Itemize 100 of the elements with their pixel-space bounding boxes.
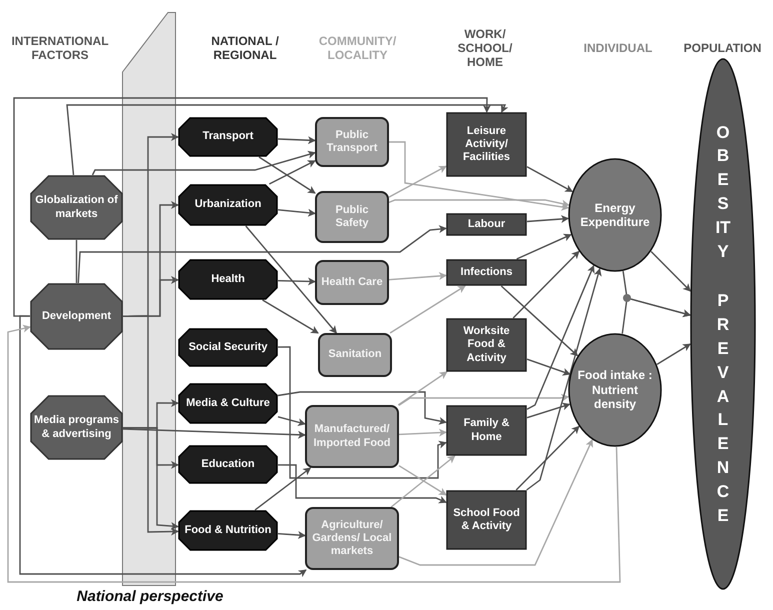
process-box bbox=[446, 318, 527, 372]
node-label: Worksite Food & Activity bbox=[462, 325, 511, 365]
arrow bbox=[123, 427, 179, 530]
arrow bbox=[122, 428, 306, 439]
ellipse-node bbox=[568, 158, 662, 272]
arrow bbox=[254, 467, 312, 511]
ellipse-node bbox=[568, 333, 662, 447]
node-label: Agriculture/ Gardens/ Local markets bbox=[311, 518, 393, 558]
node-label: Energy Expenditure bbox=[579, 200, 651, 230]
node-label: Development bbox=[42, 310, 112, 324]
factor-octagon bbox=[178, 184, 278, 226]
node-label: Food intake : Nutrient density bbox=[576, 368, 654, 412]
rounded-box bbox=[315, 191, 389, 243]
arrow bbox=[398, 371, 448, 406]
arrow bbox=[526, 268, 602, 491]
arrow bbox=[278, 531, 306, 540]
arrow bbox=[500, 285, 578, 356]
arrow bbox=[13, 97, 491, 317]
node-label: Health Care bbox=[321, 276, 383, 290]
arrow bbox=[388, 199, 570, 208]
arrow bbox=[622, 297, 691, 334]
arrow bbox=[66, 104, 508, 176]
arrow bbox=[78, 225, 447, 284]
column-heading: INTERNATIONAL FACTORS bbox=[10, 35, 110, 63]
factor-octagon bbox=[178, 383, 278, 424]
tall-ellipse bbox=[690, 58, 756, 590]
column-heading: WORK/ SCHOOL/ HOME bbox=[456, 28, 514, 70]
arrow bbox=[258, 156, 316, 194]
node-label: Infections bbox=[460, 266, 512, 280]
arrow bbox=[268, 160, 316, 185]
column-heading: INDIVIDUAL bbox=[582, 42, 654, 56]
arrow bbox=[245, 226, 338, 334]
vertical-text: PREVALENCE bbox=[716, 290, 730, 527]
arrow bbox=[398, 428, 447, 437]
node-label: Food & Nutrition bbox=[184, 524, 272, 538]
process-box bbox=[446, 213, 527, 236]
arrow bbox=[278, 464, 447, 504]
node-label: Public Transport bbox=[326, 128, 378, 156]
node-label: Manufactured/ Imported Food bbox=[312, 423, 392, 450]
node-label: Social Security bbox=[188, 340, 268, 354]
arrow bbox=[516, 234, 572, 260]
arrow bbox=[398, 439, 593, 566]
factor-octagon bbox=[178, 117, 278, 157]
process-box bbox=[446, 112, 527, 177]
arrow bbox=[526, 166, 574, 192]
process-box bbox=[446, 490, 527, 550]
column-heading: National perspective bbox=[76, 588, 224, 606]
arrow bbox=[278, 136, 316, 144]
factor-octagon bbox=[178, 328, 278, 367]
arrow bbox=[278, 346, 447, 479]
node-label: Public Safety bbox=[334, 204, 370, 230]
node-label: Family & Home bbox=[462, 417, 510, 444]
column-heading: POPULATION bbox=[682, 42, 762, 56]
arrow bbox=[656, 344, 691, 365]
factor-octagon bbox=[30, 175, 123, 240]
arrow bbox=[512, 250, 580, 318]
node-label: Urbanization bbox=[194, 198, 262, 212]
arrow bbox=[19, 315, 307, 578]
arrow bbox=[390, 285, 466, 334]
arrow bbox=[526, 358, 571, 376]
node-label: Education bbox=[201, 458, 255, 472]
arrow bbox=[526, 402, 570, 418]
column-heading: NATIONAL / REGIONAL bbox=[210, 35, 280, 63]
rounded-box bbox=[315, 260, 389, 305]
arrow bbox=[92, 150, 316, 176]
vertical-text: OBESITY bbox=[715, 122, 731, 263]
rounded-box bbox=[315, 117, 389, 167]
arrow bbox=[526, 215, 570, 223]
arrow bbox=[526, 264, 595, 410]
arrow bbox=[650, 251, 691, 292]
rounded-box bbox=[305, 405, 399, 468]
arrow bbox=[388, 166, 447, 198]
rounded-box bbox=[318, 333, 392, 377]
arrow bbox=[278, 416, 306, 426]
node-label: Labour bbox=[468, 218, 506, 232]
factor-octagon bbox=[30, 283, 123, 350]
factor-octagon bbox=[178, 445, 278, 484]
node-label: Health bbox=[211, 272, 245, 286]
node-label: Media & Culture bbox=[186, 396, 270, 410]
node-label: Sanitation bbox=[328, 348, 382, 362]
connector-line bbox=[76, 240, 78, 283]
column-heading: COMMUNITY/ LOCALITY bbox=[318, 35, 398, 63]
node-label: Media programs & advertising bbox=[34, 414, 119, 441]
factor-octagon bbox=[178, 510, 278, 551]
arrow bbox=[390, 455, 456, 508]
process-box bbox=[446, 405, 527, 456]
node-label: Globalization of markets bbox=[34, 194, 119, 221]
arrow bbox=[389, 141, 570, 211]
arrow bbox=[262, 299, 319, 334]
node-label: School Food & Activity bbox=[452, 506, 521, 534]
factor-octagon bbox=[30, 395, 123, 460]
arrow bbox=[516, 426, 580, 490]
arrow bbox=[7, 324, 621, 583]
node-label: Transport bbox=[202, 130, 254, 144]
factor-octagon bbox=[178, 259, 278, 300]
rounded-box bbox=[305, 507, 399, 570]
process-box bbox=[446, 259, 527, 286]
node-label: Leisure Activity/ Facilities bbox=[462, 124, 512, 164]
arrow bbox=[398, 465, 447, 496]
arrow bbox=[398, 394, 570, 406]
